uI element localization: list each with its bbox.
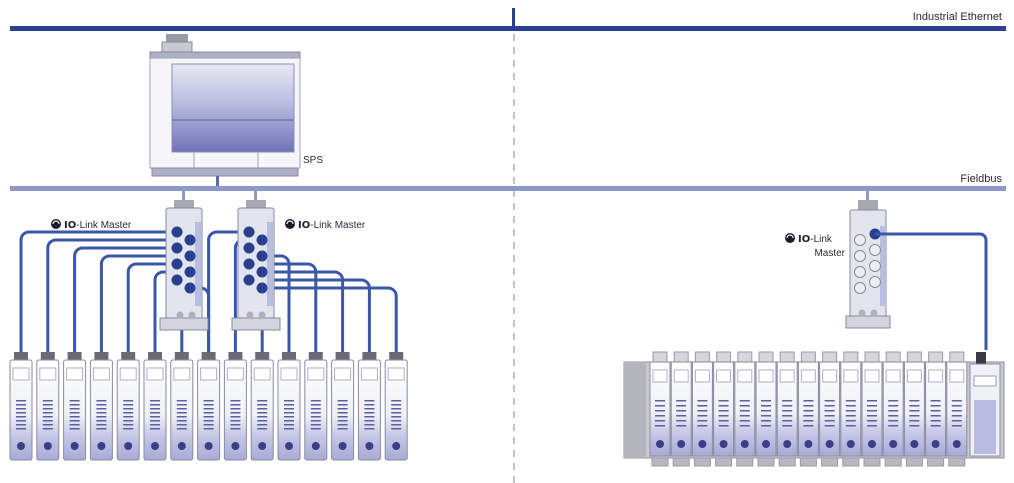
svg-text:IO-Link Master: IO-Link Master: [64, 220, 132, 231]
io-link-sensor-device: [357, 352, 381, 461]
industrial-ethernet-bus: [10, 8, 1006, 31]
rack-module: [713, 351, 735, 467]
io-link-cable: [19, 230, 172, 352]
master-right-label: IO-Link Master: [785, 233, 846, 259]
master-port: [184, 266, 196, 278]
rack-module: [776, 351, 798, 467]
master-port: [171, 274, 183, 286]
rack-modules: [649, 351, 968, 467]
master-port: [171, 226, 183, 238]
rack-module: [734, 351, 756, 467]
rack-module: [691, 351, 713, 467]
rack-gateway-module: [969, 352, 1001, 457]
io-link-device-rack: [623, 351, 1005, 467]
io-link-cable: [46, 238, 172, 352]
rack-module: [819, 351, 841, 467]
io-link-master-left: [159, 191, 209, 331]
master-port: [184, 234, 196, 246]
svg-text:IO-Link Master: IO-Link Master: [298, 220, 366, 231]
io-link-master-right: [845, 191, 891, 329]
fieldbus-label: Fieldbus: [960, 173, 1002, 185]
master-left-label: IO-Link Master: [51, 219, 132, 231]
master-port: [256, 250, 268, 262]
io-link-sensor-device: [116, 352, 140, 461]
io-link-sensor-device: [384, 352, 408, 461]
master-left-ports: [171, 222, 201, 306]
rack-module: [925, 351, 947, 467]
rack-module: [882, 351, 904, 467]
master-port: [243, 274, 255, 286]
master-port: [256, 266, 268, 278]
io-link-logo-icon: [51, 219, 61, 229]
master-middle-io-text: IO: [298, 220, 310, 231]
io-link-sensor-device: [277, 352, 301, 461]
master-right-io-text: IO: [798, 234, 810, 245]
rack-module: [797, 351, 819, 467]
rack-module: [903, 351, 925, 467]
rack-module: [840, 351, 862, 467]
io-link-sensor-device: [223, 352, 247, 461]
io-link-logo-icon: [285, 219, 295, 229]
io-link-logo-icon: [785, 233, 795, 243]
master-middle-rest-text: -Link Master: [310, 220, 366, 231]
io-link-sensor-device: [36, 352, 60, 461]
left-io-link-devices: [9, 352, 408, 461]
right-master-cable: [875, 232, 988, 350]
master-port: [243, 242, 255, 254]
io-link-cable: [153, 270, 172, 352]
io-link-master-middle: [231, 191, 281, 331]
industrial-ethernet-label: Industrial Ethernet: [913, 11, 1002, 23]
io-link-sensor-device: [89, 352, 113, 461]
master-left-rest-text: -Link Master: [76, 220, 132, 231]
master-middle-label: IO-Link Master: [285, 219, 366, 231]
master-port: [171, 258, 183, 270]
io-link-sensor-device: [331, 352, 355, 461]
io-link-cable: [268, 262, 318, 352]
io-link-cable: [99, 254, 172, 352]
io-link-sensor-device: [9, 352, 33, 461]
io-link-sensor-device: [197, 352, 221, 461]
io-link-cables: [19, 230, 398, 352]
io-link-cable: [268, 270, 345, 352]
master-port: [184, 250, 196, 262]
rack-module: [861, 351, 883, 467]
master-middle-ports: [243, 222, 273, 306]
io-link-sensor-device: [250, 352, 274, 461]
master-port: [184, 282, 196, 294]
master-left-io-text: IO: [64, 220, 76, 231]
master-port: [256, 234, 268, 246]
rack-module: [649, 351, 671, 467]
io-link-cable: [268, 278, 371, 352]
io-link-cable: [73, 246, 172, 352]
sps-label: SPS: [303, 155, 323, 166]
sps-controller: [149, 34, 301, 186]
rack-module: [755, 351, 777, 467]
io-link-cable: [268, 286, 398, 352]
master-right-line2-text: Master: [814, 248, 845, 259]
rack-module: [670, 351, 692, 467]
io-link-cable: [126, 262, 172, 352]
master-port: [171, 242, 183, 254]
svg-text:IO-Link: IO-Link: [798, 234, 833, 245]
rack-module: [946, 351, 968, 467]
master-port: [243, 226, 255, 238]
fieldbus-bus: [10, 186, 1006, 191]
io-link-cable: [207, 230, 244, 352]
master-right-rest-text: -Link: [810, 234, 833, 245]
io-link-sensor-device: [143, 352, 167, 461]
master-port: [256, 282, 268, 294]
io-link-sensor-device: [170, 352, 194, 461]
io-link-sensor-device: [304, 352, 328, 461]
master-port: [243, 258, 255, 270]
io-link-sensor-device: [63, 352, 87, 461]
